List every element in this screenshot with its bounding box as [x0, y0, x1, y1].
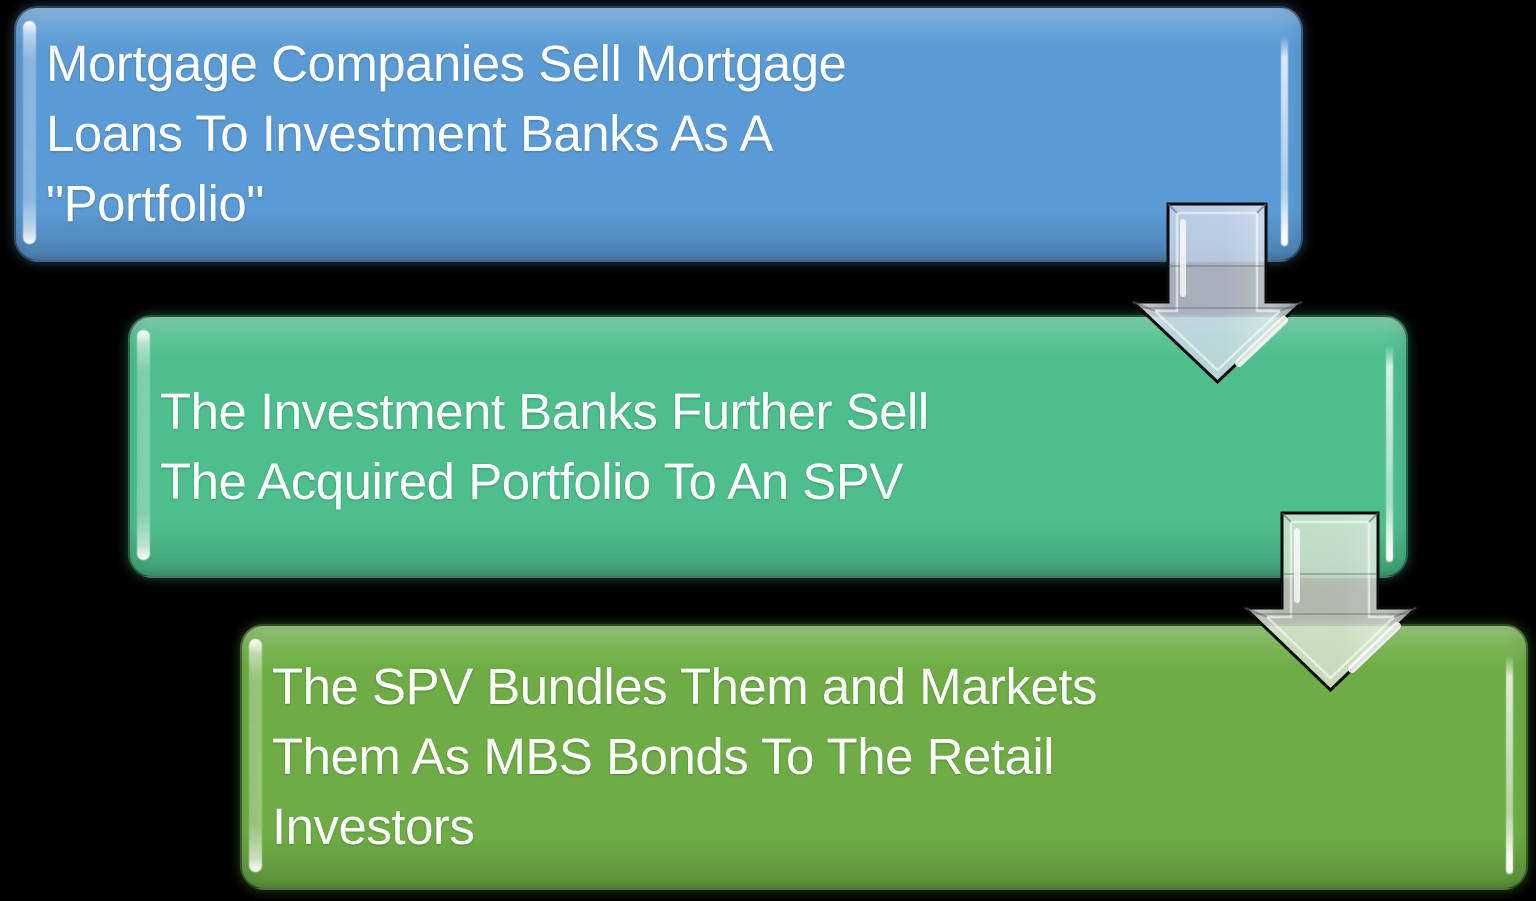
step1-text-line3: "Portfolio" [46, 175, 264, 232]
step-box-spv-bundles: The SPV Bundles Them and Markets Them As… [240, 624, 1528, 890]
step-box-mortgage-companies: Mortgage Companies Sell Mortgage Loans T… [14, 6, 1303, 262]
bevel-line [1393, 607, 1417, 618]
step3-text-line2: Them As MBS Bonds To The Retail [272, 728, 1055, 785]
step3-text-line3: Investors [272, 798, 475, 855]
step-box-investment-banks: The Investment Banks Further Sell The Ac… [128, 315, 1408, 578]
step1-text-line2: Loans To Investment Banks As A [46, 105, 773, 162]
bevel-line [1132, 301, 1156, 312]
step1-text-line1: Mortgage Companies Sell Mortgage [46, 35, 847, 92]
step2-text-line1: The Investment Banks Further Sell [160, 382, 929, 440]
bevel-line [1244, 607, 1268, 618]
step2-text-line2: The Acquired Portfolio To An SPV [160, 452, 903, 510]
step3-text-line1: The SPV Bundles Them and Markets [272, 658, 1097, 715]
bevel-line [1279, 301, 1303, 312]
